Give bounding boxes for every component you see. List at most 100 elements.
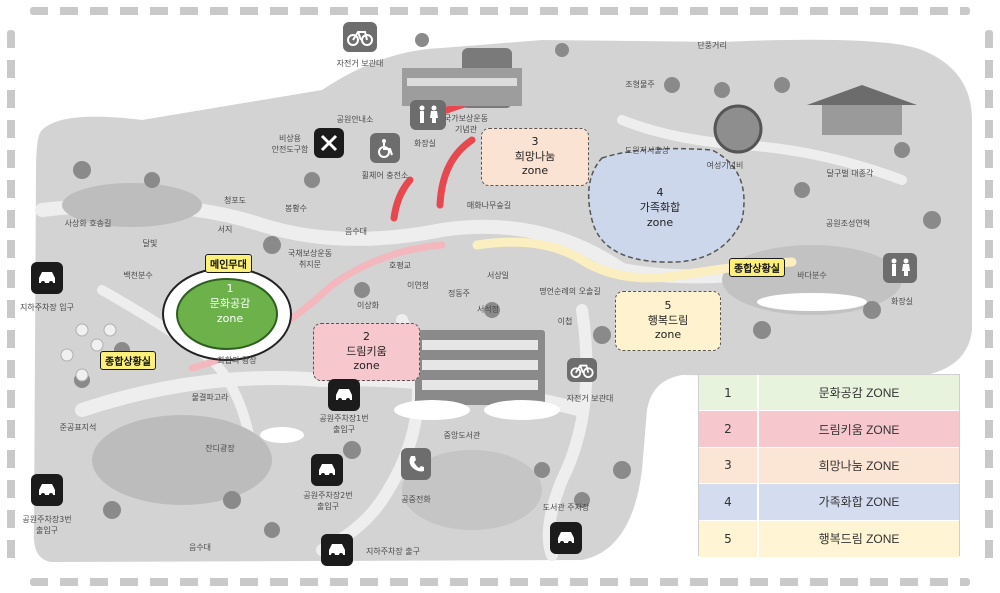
car-icon-glyph-3 bbox=[39, 484, 55, 497]
zone-3-box[interactable]: 3 희망나눔 zone bbox=[481, 128, 589, 186]
label-gukchae: 국채보상운동 취지문 bbox=[287, 249, 333, 269]
label-parking1: 공원주차장1번 출입구 bbox=[319, 414, 369, 434]
label-restroom-right: 화장실 bbox=[890, 297, 914, 306]
label-ichaeng: 이첩 bbox=[557, 317, 573, 326]
frame-border-top bbox=[30, 7, 970, 15]
legend-row-3: 3 희망나눔 ZONE bbox=[699, 447, 959, 485]
zone-5-name: 행복드림 bbox=[647, 313, 689, 327]
zone-5-box[interactable]: 5 행복드림 zone bbox=[615, 291, 721, 351]
zone-2-sub: zone bbox=[353, 359, 380, 373]
control-room-tag-left: 종합상황실 bbox=[100, 351, 156, 370]
label-eumsudae-bottom: 음수대 bbox=[188, 543, 212, 552]
legend-row-4: 4 가족화합 ZONE bbox=[699, 484, 959, 521]
legend-num-5: 5 bbox=[699, 520, 759, 557]
zone-1-label[interactable]: 1 문화공감 zone bbox=[184, 282, 276, 327]
legend-num-3: 3 bbox=[699, 447, 759, 484]
label-underground-entry: 지하주차장 입구 bbox=[19, 303, 75, 312]
car-icon bbox=[39, 272, 55, 285]
wheelchair-icon-tile bbox=[370, 133, 400, 163]
label-cheongpodo: 청포도 bbox=[223, 196, 247, 205]
legend-name-5: 행복드림 ZONE bbox=[818, 532, 900, 547]
bicycle-icon-mid-glyph bbox=[570, 364, 594, 378]
zone-3-name: 희망나눔 bbox=[514, 149, 556, 163]
car-icon-glyph-5 bbox=[558, 532, 574, 545]
label-jandi: 잔디광장 bbox=[205, 444, 235, 453]
zone-4-label[interactable]: 4 가족화합 zone bbox=[620, 186, 700, 231]
legend-name-3: 희망나눔 ZONE bbox=[818, 458, 900, 473]
car-icon-parking3 bbox=[31, 474, 63, 506]
label-myeongin: 명언순례의 오솔길 bbox=[539, 287, 601, 296]
label-junggong: 준공표지석 bbox=[59, 423, 97, 432]
zone-1-name: 문화공감 bbox=[209, 296, 251, 310]
label-emergency-tools: 비상용 안전도구함 bbox=[271, 134, 309, 154]
main-stage-tag: 메인무대 bbox=[205, 254, 252, 273]
restroom-icon-right bbox=[883, 253, 917, 283]
phone-icon bbox=[409, 456, 424, 472]
label-memorial-hall: 국가보상운동 기념관 bbox=[443, 114, 489, 134]
tools-icon-tile bbox=[314, 128, 344, 158]
legend-num-1: 1 bbox=[699, 375, 759, 411]
label-bike-rental-top: 자전거 보관대 bbox=[336, 59, 384, 68]
label-sangwha-hall: 사상화 호송길 bbox=[64, 219, 112, 228]
legend-row-1: 1 문화공감 ZONE bbox=[699, 375, 959, 412]
label-eumsudae-top: 음수대 bbox=[344, 227, 368, 236]
zone-legend: 1 문화공감 ZONE 2 드림키움 ZONE 3 희망나눔 ZONE 4 가족… bbox=[698, 374, 960, 557]
legend-row-2: 2 드림키움 ZONE bbox=[699, 411, 959, 448]
label-underground-exit: 지하주차장 출구 bbox=[365, 547, 421, 556]
label-dalgubeol: 달구벌 대종각 bbox=[826, 169, 874, 178]
label-mulgyeol: 물결파고라 bbox=[191, 393, 229, 402]
zone-2-box[interactable]: 2 드림키움 zone bbox=[313, 323, 420, 381]
bicycle-icon bbox=[347, 31, 373, 46]
car-icon-glyph-2 bbox=[319, 464, 335, 477]
label-jungang-lib: 중앙도서관 bbox=[443, 431, 481, 440]
label-joyeong: 조형물주 bbox=[625, 80, 655, 89]
phone-icon-tile bbox=[401, 448, 431, 480]
zone-3-num: 3 bbox=[531, 134, 539, 148]
label-dalbit: 달빛 bbox=[142, 239, 158, 248]
label-jeongho: 정동주 bbox=[447, 289, 471, 298]
label-restroom-top: 화장실 bbox=[413, 139, 437, 148]
label-sangwha: 이상화 bbox=[356, 301, 380, 310]
zone-2-name: 드림키움 bbox=[346, 344, 387, 358]
bicycle-icon-mid bbox=[567, 358, 597, 382]
frame-border-bottom bbox=[30, 578, 970, 586]
legend-num-4: 4 bbox=[699, 484, 759, 520]
label-eunpung: 바다분수 bbox=[797, 271, 827, 280]
tools-icon bbox=[320, 134, 338, 152]
zone-3-sub: zone bbox=[521, 164, 549, 178]
zone-2-num: 2 bbox=[363, 329, 370, 343]
zone-4-sub: zone bbox=[646, 215, 674, 229]
restroom-icon-top bbox=[410, 100, 446, 130]
zone-5-sub: zone bbox=[654, 328, 682, 342]
zone-5-num: 5 bbox=[664, 298, 672, 312]
zone-4-name: 가족화합 bbox=[639, 200, 681, 214]
control-room-tag-right: 종합상황실 bbox=[729, 258, 785, 277]
zone-1-num: 1 bbox=[226, 282, 234, 295]
label-baekcheon: 백천분수 bbox=[123, 271, 153, 280]
label-wheelchair: 휠체어 충전소 bbox=[361, 171, 409, 180]
legend-name-4: 가족화합 ZONE bbox=[818, 495, 900, 510]
label-danpung: 단풍거리 bbox=[697, 41, 727, 50]
car-icon-glyph-1 bbox=[336, 389, 352, 402]
legend-name-1: 문화공감 ZONE bbox=[818, 386, 900, 401]
label-doyeong: 도원지시출상 bbox=[624, 146, 670, 155]
label-bonghwangsu: 봉황수 bbox=[284, 204, 308, 213]
zone-4-num: 4 bbox=[656, 186, 664, 199]
legend-row-5: 5 행복드림 ZONE bbox=[699, 520, 959, 557]
label-public-phone: 공중전화 bbox=[401, 495, 431, 504]
car-icon-lib-parking bbox=[550, 522, 582, 554]
bicycle-icon-top bbox=[343, 22, 377, 52]
frame-border-right bbox=[985, 30, 993, 563]
label-hwaham: 화합의 광장 bbox=[217, 356, 257, 365]
label-yiyeon: 이연정 bbox=[406, 281, 430, 290]
zone-1-sub: zone bbox=[216, 311, 244, 325]
frame-border-left bbox=[7, 30, 15, 563]
label-yeoseong: 여성기념비 bbox=[706, 161, 744, 170]
label-park-history: 공원조성연혁 bbox=[825, 219, 871, 228]
wheelchair-icon bbox=[378, 139, 393, 158]
label-hopyeong: 호평교 bbox=[388, 261, 412, 270]
label-parking2: 공원주차장2번 출입구 bbox=[303, 491, 353, 511]
label-park-info: 공원안내소 bbox=[336, 115, 374, 124]
legend-num-2: 2 bbox=[699, 411, 759, 447]
label-parking3: 공원주차장3번 출입구 bbox=[22, 515, 72, 535]
